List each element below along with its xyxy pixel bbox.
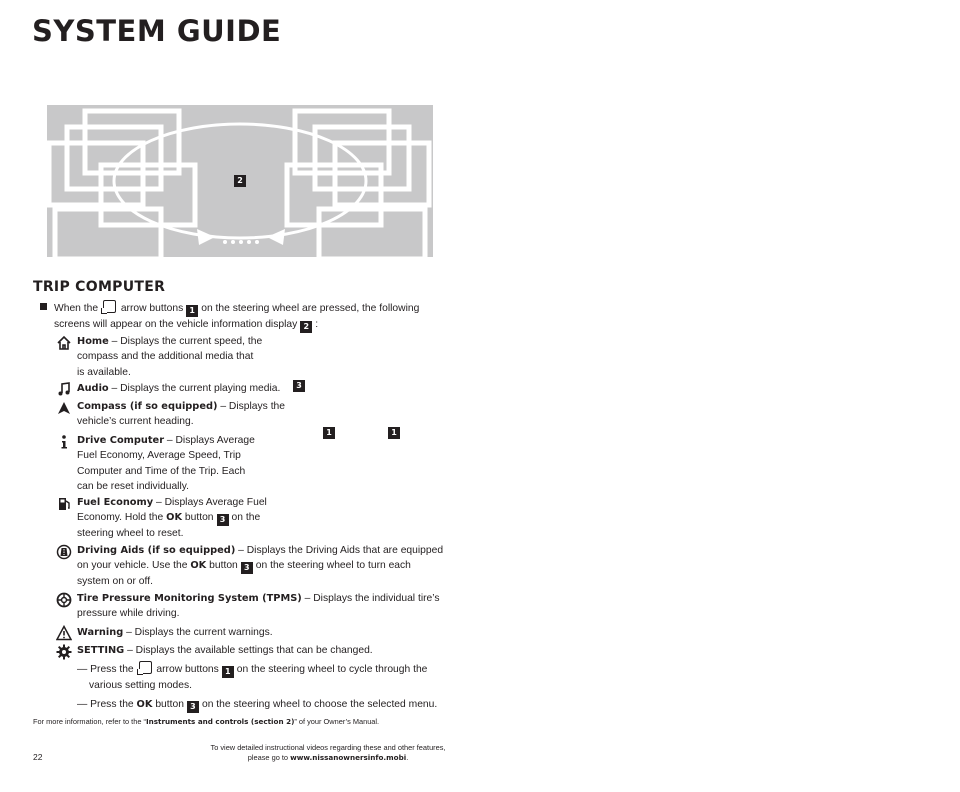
footer-note-text: For more information, refer to the “ [33,717,146,726]
home-desc: – Displays the current speed, the [108,336,263,347]
arrow-button-icon [136,661,152,676]
home-desc: compass and the additional media that [77,351,254,363]
tpms-item: Tire Pressure Monitoring System (TPMS) –… [77,591,457,622]
drive-desc: Fuel Economy, Average Speed, Trip [77,450,241,462]
fuel-desc: – Displays Average Fuel [153,497,267,508]
callout-display: 2 [234,175,246,187]
fuel-desc: on the [231,512,261,524]
home-item: Home – Displays the current speed, the c… [77,334,307,380]
intro-text: When the [54,303,99,314]
driving-aids-icon [56,544,72,560]
fuel-desc: steering wheel to reset. [77,528,184,540]
drive-title: Drive Computer [77,435,165,446]
setting-step: — Press the [77,664,134,676]
drive-computer-item: Drive Computer – Displays Average Fuel E… [77,433,307,494]
aids-desc: button [209,560,238,572]
arrow-button-icon [100,300,116,314]
fuel-desc: Economy. Hold the [77,512,164,524]
tire-icon [56,592,72,608]
screen-cycle-diagram [46,105,433,262]
aids-desc: system on or off. [77,576,153,588]
setting-step: various setting modes. [89,680,193,692]
home-icon [56,335,72,351]
compass-arrow-icon [56,400,72,416]
section-title: TRIP COMPUTER [33,279,166,295]
tpms-desc: – Displays the individual tire’s [301,593,440,604]
ok-label: OK [190,560,207,572]
warning-title: Warning [77,627,124,638]
footer-video-note: To view detailed instructional videos re… [178,743,478,763]
footer-note-section: Instruments and controls (section 2) [145,717,295,726]
setting-step: button [155,698,184,710]
footer-note-text: ” of your Owner’s Manual. [294,717,380,726]
ok-label: OK [136,698,153,710]
info-icon [56,434,72,450]
gear-icon [56,644,72,660]
tpms-title: Tire Pressure Monitoring System (TPMS) [77,593,302,604]
callout-arrow-button-right: 1 [388,427,400,439]
setting-step: arrow buttons [156,664,219,676]
audio-item: Audio – Displays the current playing med… [77,381,307,396]
home-title: Home [77,336,109,347]
ok-label: OK [166,512,183,524]
setting-step: on the steering wheel to choose the sele… [201,698,438,710]
fuel-economy-item: Fuel Economy – Displays Average Fuel Eco… [77,495,307,542]
footer-note: For more information, refer to the “Inst… [33,717,379,726]
callout-number: 2 [300,321,313,333]
compass-title: Compass (if so equipped) [77,401,218,412]
aids-desc: – Displays the Driving Aids that are equ… [235,545,444,556]
compass-item: Compass (if so equipped) – Displays the … [77,399,307,430]
footer-video-text: . [406,753,409,762]
warning-desc: – Displays the current warnings. [123,627,273,638]
compass-desc: vehicle’s current heading. [77,416,194,428]
drive-desc: can be reset individually. [77,480,189,492]
intro-text: arrow buttons [120,303,184,314]
fuel-title: Fuel Economy [77,497,154,508]
setting-desc: – Displays the available settings that c… [124,645,373,656]
setting-step: — Press the [77,698,134,710]
audio-title: Audio [77,383,109,394]
intro-text: on the steering wheel are pressed, the f… [201,303,420,314]
callout-arrow-button-left: 1 [323,427,335,439]
bullet [40,303,47,310]
setting-item: SETTING – Displays the available setting… [77,643,457,713]
footer-video-text: To view detailed instructional videos re… [210,743,446,752]
setting-step: on the steering wheel to cycle through t… [236,664,428,676]
warning-icon [56,625,72,641]
fuel-desc: button [184,512,214,524]
aids-title: Driving Aids (if so equipped) [77,545,236,556]
compass-desc: – Displays the [217,401,286,412]
callout-number: 3 [216,514,229,527]
footer-url-link[interactable]: www.nissanownersinfo.mobi [290,753,407,762]
footer-video-text: please go to [247,753,291,762]
page-number: 22 [33,752,43,762]
callout-ok-button: 3 [293,380,305,392]
audio-desc: – Displays the current playing media. [108,383,281,394]
drive-desc: Computer and Time of the Trip. Each [77,465,246,477]
callout-number: 1 [221,666,234,679]
setting-title: SETTING [77,645,125,656]
tpms-desc: pressure while driving. [77,608,180,620]
driving-aids-item: Driving Aids (if so equipped) – Displays… [77,543,457,590]
callout-number: 3 [186,700,199,713]
drive-desc: – Displays Average [164,435,255,446]
intro-text: screens will appear on the vehicle infor… [54,319,298,330]
fuel-pump-icon [56,496,72,512]
aids-desc: on your vehicle. Use the [77,560,188,572]
callout-number: 1 [186,305,199,317]
warning-item: Warning – Displays the current warnings. [77,625,457,640]
home-desc: is available. [77,366,131,378]
display-illustration: 2 [46,105,433,262]
intro-text: : [315,319,319,330]
callout-number: 3 [240,562,253,575]
aids-desc: on the steering wheel to turn each [255,560,411,572]
music-note-icon [56,381,72,397]
page-title: SYSTEM GUIDE [32,14,282,48]
